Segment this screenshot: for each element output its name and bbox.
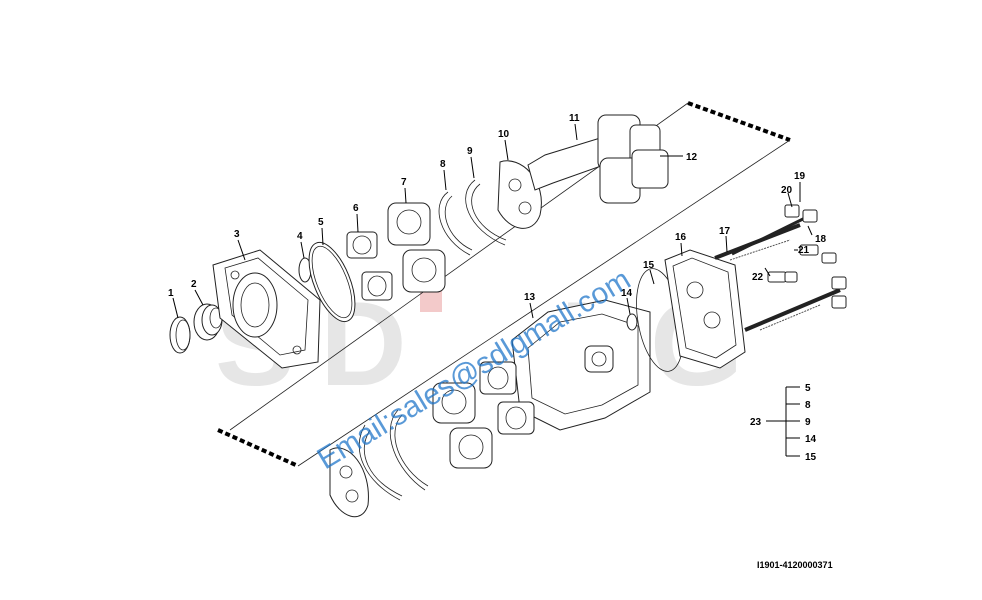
lower-bushing-block xyxy=(432,382,493,469)
callout-14: 14 xyxy=(621,288,633,299)
part-10-wear-plate xyxy=(497,160,542,229)
part-5-seal-ring xyxy=(308,241,356,323)
part-1-snap-ring xyxy=(169,316,191,354)
part-7-bushing-block xyxy=(387,202,446,293)
part-13-pump-body xyxy=(511,299,651,431)
part-2-shaft-seal xyxy=(193,303,223,341)
drawing-code: I1901-4120000371 xyxy=(757,560,833,570)
callout-6: 6 xyxy=(353,203,359,214)
callout-21: 21 xyxy=(798,245,810,256)
kit-item: 8 xyxy=(805,400,811,411)
lower-bearings xyxy=(479,361,535,435)
callout-19: 19 xyxy=(794,171,806,182)
callout-17: 17 xyxy=(719,226,731,237)
part-14-o-ring xyxy=(626,313,638,331)
part-12-driven-gear xyxy=(599,149,669,204)
kit-label: 23 xyxy=(750,417,762,428)
part-21-22-screws xyxy=(767,244,837,283)
part-18-19-20-bolts xyxy=(731,204,847,332)
callout-4: 4 xyxy=(297,231,303,242)
kit-item: 9 xyxy=(805,417,811,428)
callout-leader-lines xyxy=(172,123,813,319)
callout-2: 2 xyxy=(191,279,197,290)
callout-11: 11 xyxy=(569,113,580,124)
lower-backup-rings xyxy=(358,409,429,501)
kit-item: 5 xyxy=(805,383,811,394)
callout-18: 18 xyxy=(815,234,827,245)
callout-12: 12 xyxy=(686,152,698,163)
callout-5: 5 xyxy=(318,217,324,228)
kit-bracket: 23 5 8 9 14 15 xyxy=(750,383,817,463)
kit-item: 15 xyxy=(805,452,817,463)
part-8-backup-ring xyxy=(438,191,473,256)
callout-9: 9 xyxy=(467,146,473,157)
callout-16: 16 xyxy=(675,232,687,243)
callout-22: 22 xyxy=(752,272,764,283)
callout-numbers: 1 2 3 4 5 6 7 8 9 10 11 12 13 14 15 16 1… xyxy=(168,113,827,303)
callout-7: 7 xyxy=(401,177,407,188)
part-16-rear-cover xyxy=(664,249,746,369)
part-9-gasket xyxy=(465,179,507,246)
kit-item: 14 xyxy=(805,434,817,445)
callout-10: 10 xyxy=(498,129,510,140)
callout-15: 15 xyxy=(643,260,655,271)
callout-20: 20 xyxy=(781,185,793,196)
callout-3: 3 xyxy=(234,229,240,240)
part-6-bearings xyxy=(346,231,393,301)
lower-wear-plate xyxy=(329,447,369,518)
part-3-front-cover xyxy=(212,249,321,369)
callout-13: 13 xyxy=(524,292,536,303)
callout-8: 8 xyxy=(440,159,446,170)
callout-1: 1 xyxy=(168,288,174,299)
